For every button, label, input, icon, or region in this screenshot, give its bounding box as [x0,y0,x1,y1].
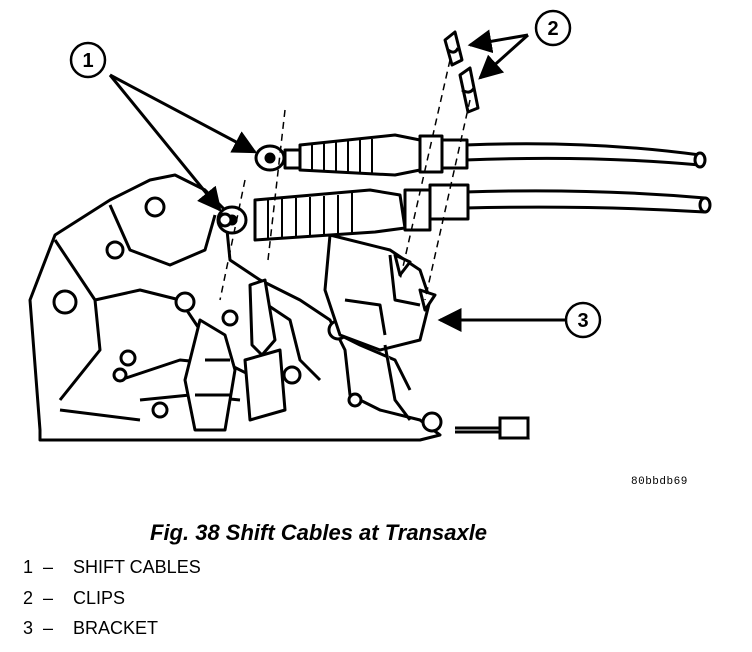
lower-cable-boot [253,183,470,242]
cable-end-fittings [216,144,286,235]
legend-label: CLIPS [73,588,126,608]
figure-caption: Fig. 38 Shift Cables at Transaxle [150,520,488,545]
electrical-connector [455,416,530,440]
svg-text:3: 3 [577,310,588,332]
callout-1: 1 [69,41,107,79]
callout-leaders [108,29,565,332]
legend-label: SHIFT CABLES [73,557,201,577]
legend-number: 3 [23,618,34,638]
shift-cables [463,142,712,214]
legend-dash: – [43,588,54,608]
assembly-center-lines [219,59,471,301]
legend-item: 2–CLIPS [23,588,125,609]
svg-text:2: 2 [547,18,558,40]
callout-3: 3 [564,301,602,339]
legend-item: 1–SHIFT CABLES [23,557,201,578]
legend-item: 3–BRACKET [23,618,158,639]
shift-cable-illustration: 1 2 3 [28,9,712,442]
legend-label: BRACKET [73,618,159,638]
legend-dash: – [43,557,54,577]
legend-dash: – [43,618,54,638]
callout-2: 2 [534,9,572,47]
figure-code: 80bbdb69 [631,476,688,488]
upper-cable-boot [283,133,469,177]
legend-number: 1 [23,557,34,577]
shift-lever-mechanism [183,278,287,432]
svg-text:1: 1 [82,50,93,72]
retaining-clips [393,30,480,312]
legend-number: 2 [23,588,34,608]
